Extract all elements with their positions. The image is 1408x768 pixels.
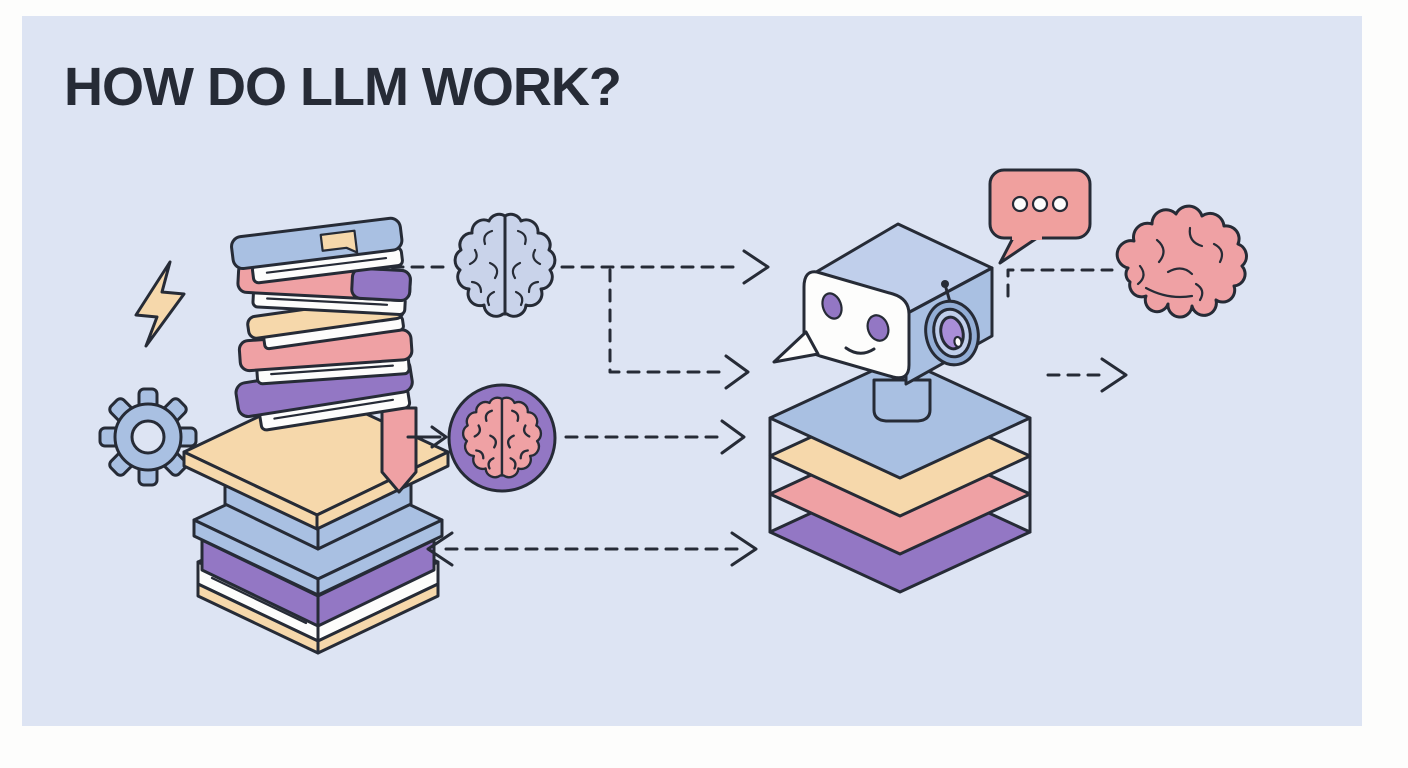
connector-books-to-brain-circle bbox=[406, 425, 448, 449]
bubble-dot bbox=[1051, 195, 1069, 213]
robot-head-icon bbox=[772, 222, 994, 423]
lightning-icon bbox=[134, 260, 186, 348]
ribbon-bookmark bbox=[380, 406, 418, 494]
connector-brain-circle-to-layers bbox=[564, 419, 746, 455]
gear-icon bbox=[98, 387, 198, 487]
robot-smile bbox=[844, 346, 876, 355]
brain-circle-icon bbox=[447, 383, 557, 493]
layer-stack-icon bbox=[768, 356, 1032, 594]
robot-eye-right bbox=[866, 314, 890, 342]
bookmark-emblem bbox=[319, 229, 359, 254]
robot-eye-left bbox=[821, 292, 843, 320]
brain-side-icon bbox=[1115, 204, 1248, 319]
robot-neck bbox=[872, 378, 932, 423]
bubble-dot bbox=[1031, 195, 1049, 213]
robot-face-tail bbox=[772, 330, 820, 364]
page-title: HOW DO LLM WORK? bbox=[64, 57, 622, 117]
connector-brain-top-to-robot bbox=[560, 249, 770, 285]
speech-bubble-icon bbox=[988, 168, 1092, 265]
book-stack-icon bbox=[182, 216, 450, 655]
book-blue-top bbox=[230, 216, 404, 285]
connector-robot-to-brain-side bbox=[1006, 268, 1114, 298]
connector-brain-branch-to-layers bbox=[608, 268, 750, 390]
bubble-dot bbox=[1011, 195, 1029, 213]
connector-layers-output bbox=[1046, 357, 1128, 393]
robot-ear bbox=[924, 280, 980, 367]
connector-books-to-layers bbox=[426, 531, 758, 567]
